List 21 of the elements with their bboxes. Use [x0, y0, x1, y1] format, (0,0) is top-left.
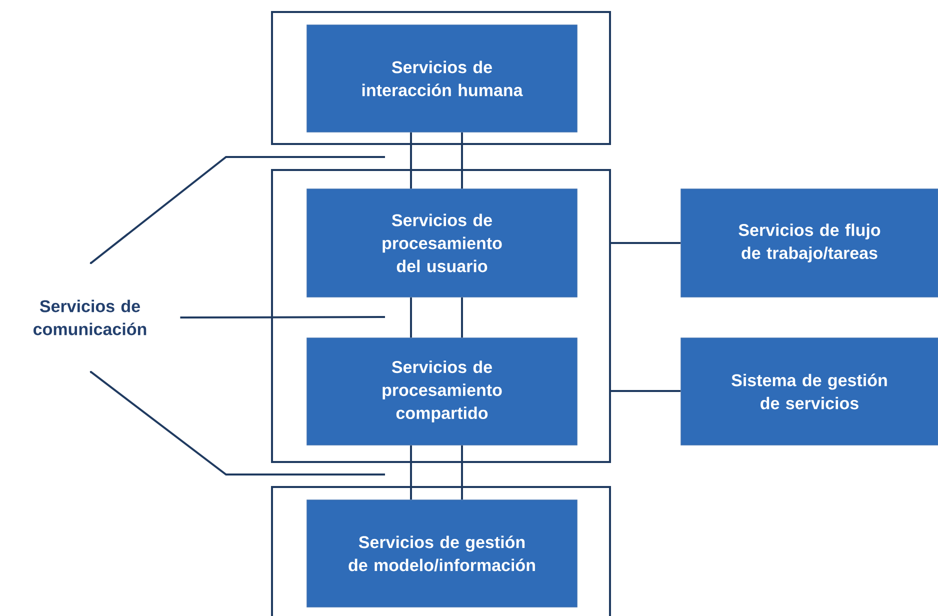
- frame-box: [271, 169, 611, 463]
- bare-label: Servicios de comunicación: [34, 300, 146, 336]
- connector-line: [90, 156, 385, 264]
- service-box: Sistema de gestión de servicios: [680, 338, 938, 446]
- service-box: Servicios de flujo de trabajo/tareas: [680, 188, 938, 298]
- connector-line: [461, 132, 463, 189]
- connector-line: [461, 445, 463, 500]
- connector-line: [410, 297, 412, 338]
- connector-line: [611, 242, 681, 244]
- service-box: Servicios de interacción humana: [306, 24, 578, 132]
- service-box: Servicios de procesamiento compartido: [306, 338, 578, 446]
- frame-box: [271, 11, 611, 145]
- service-box: Servicios de gestión de modelo/información: [306, 500, 578, 608]
- connector-line: [611, 390, 681, 392]
- connector-line: [180, 316, 385, 318]
- frame-box: [271, 486, 611, 616]
- service-box: Servicios de procesamiento del usuario: [306, 188, 578, 298]
- connector-line: [410, 445, 412, 500]
- connector-line: [90, 370, 385, 476]
- connector-line: [410, 132, 412, 189]
- connector-line: [461, 297, 463, 338]
